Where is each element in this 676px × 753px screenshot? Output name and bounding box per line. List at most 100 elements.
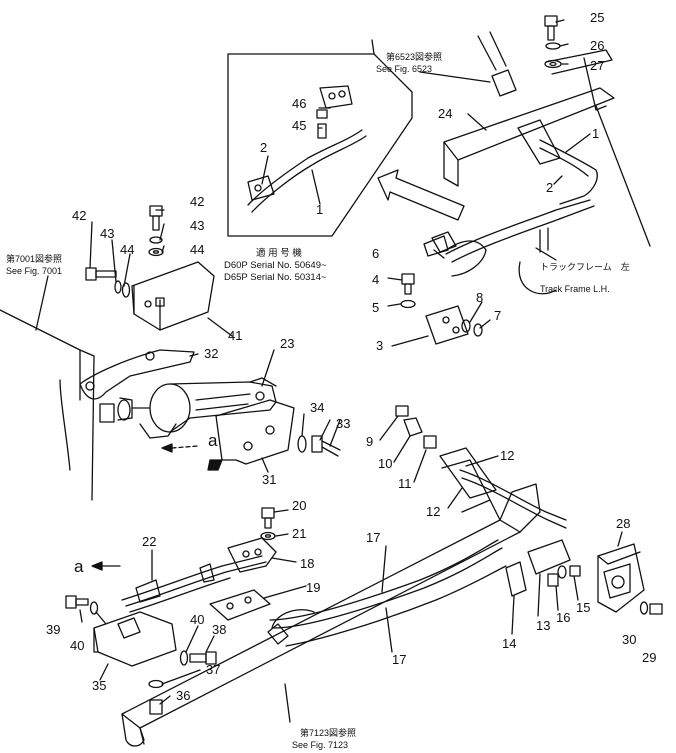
callout-1: 1: [592, 126, 599, 141]
track-frame-jp: トラックフレーム 左: [540, 261, 630, 272]
callout-42-left: 42: [72, 208, 86, 223]
callout-13: 13: [536, 618, 550, 633]
serial-title: 適 用 号 機: [256, 247, 302, 259]
callout-38: 38: [212, 622, 226, 637]
callout-34: 34: [310, 400, 324, 415]
link-32: [79, 349, 195, 400]
left-frame-body: [0, 309, 95, 501]
callout-18: 18: [300, 556, 314, 571]
figure-references: 第6523図参照 See Fig. 6523 第7001図参照 See Fig.…: [6, 51, 442, 750]
bolt-38-40-right: [179, 650, 217, 666]
bolt-39-40-left: [65, 595, 99, 615]
ref-7123-jp: 第7123図参照: [300, 727, 356, 738]
callout-40-right: 40: [190, 612, 204, 627]
plate-19: [209, 589, 271, 621]
callout-12-right: 12: [500, 448, 514, 463]
bolt-20-21: [260, 507, 276, 541]
inset-detail: [227, 39, 413, 237]
callout-23: 23: [280, 336, 294, 351]
view-letters: a a: [74, 431, 218, 576]
callout-27: 27: [590, 58, 604, 73]
cylinder-23: [99, 377, 277, 439]
callout-31: 31: [262, 472, 276, 487]
callout-19: 19: [306, 580, 320, 595]
block-18: [227, 537, 277, 573]
bolt-stack-left: [85, 267, 131, 298]
callout-39: 39: [46, 622, 60, 637]
callout-15: 15: [576, 600, 590, 615]
callout-17-upper: 17: [366, 530, 380, 545]
callout-45: 45: [292, 118, 306, 133]
track-frame-clamp: [431, 227, 557, 295]
callout-11: 11: [398, 476, 412, 491]
callout-29: 29: [642, 650, 656, 665]
callout-33: 33: [336, 416, 350, 431]
ref-7123-en: See Fig. 7123: [292, 740, 348, 750]
ref-7001-jp: 第7001図参照: [6, 253, 62, 264]
callout-21: 21: [292, 526, 306, 541]
callout-10: 10: [378, 456, 392, 471]
callout-26: 26: [590, 38, 604, 53]
callout-7: 7: [494, 308, 501, 323]
serial-note: 適 用 号 機 D60P Serial No. 50649~ D65P Seri…: [224, 247, 327, 283]
blocks-13-16: [505, 539, 581, 597]
callout-43-upper: 43: [190, 218, 204, 233]
callout-9: 9: [366, 434, 373, 449]
upper-bracket-assembly: [443, 15, 651, 263]
callout-35: 35: [92, 678, 106, 693]
callout-30: 30: [622, 632, 636, 647]
callout-44-upper: 44: [190, 242, 204, 257]
callout-37: 37: [206, 662, 220, 677]
callout-1-inset: 1: [316, 202, 323, 217]
callout-12-left: 12: [426, 504, 440, 519]
callout-43-left: 43: [100, 226, 114, 241]
callout-46: 46: [292, 96, 306, 111]
track-frame-en: Track Frame L.H.: [540, 284, 610, 294]
tubes-17: [267, 539, 507, 647]
callout-3: 3: [376, 338, 383, 353]
callout-42-upper: 42: [190, 194, 204, 209]
callout-4: 4: [372, 272, 379, 287]
callout-25: 25: [590, 10, 604, 25]
ref-6523-jp: 第6523図参照: [386, 51, 442, 62]
callout-28: 28: [616, 516, 630, 531]
callout-numbers: 46 45 2 1 25 26 27 24 1 2 42 43 44 42 43…: [46, 10, 656, 703]
direction-arrow: [377, 169, 465, 221]
callout-17-lower: 17: [392, 652, 406, 667]
bolt-33: [297, 435, 341, 457]
callout-44-left: 44: [120, 242, 134, 257]
callout-5: 5: [372, 300, 379, 315]
view-letter-a-lower: a: [74, 557, 84, 576]
callout-6: 6: [372, 246, 379, 261]
fittings-9-12: [395, 405, 567, 529]
arrow-a-lower: [91, 561, 121, 571]
bracket-35: [93, 611, 177, 667]
arrow-a-upper: [161, 443, 199, 453]
callout-16: 16: [556, 610, 570, 625]
ref-7001-en: See Fig. 7001: [6, 266, 62, 276]
callout-40-left: 40: [70, 638, 84, 653]
bolt-29-30: [639, 601, 663, 615]
callout-2: 2: [546, 180, 553, 195]
hoses-lower: [121, 555, 267, 613]
bracket-41: [131, 261, 215, 331]
callout-2-inset: 2: [260, 140, 267, 155]
serial-line-1: D60P Serial No. 50649~: [224, 260, 327, 271]
view-letter-a-upper: a: [208, 431, 218, 450]
callout-22: 22: [142, 534, 156, 549]
callout-32: 32: [204, 346, 218, 361]
leader-lines: [35, 19, 623, 723]
callout-14: 14: [502, 636, 516, 651]
ref-6523-en: See Fig. 6523: [376, 64, 432, 74]
callout-20: 20: [292, 498, 306, 513]
callout-41: 41: [228, 328, 242, 343]
part-28: [597, 543, 645, 613]
callout-24: 24: [438, 106, 452, 121]
serial-line-2: D65P Serial No. 50314~: [224, 272, 327, 283]
bracket-31: [207, 399, 295, 471]
parts-3-8: [400, 235, 483, 345]
track-frame-beam: [121, 483, 541, 747]
callout-8: 8: [476, 290, 483, 305]
track-frame-label: トラックフレーム 左 Track Frame L.H.: [540, 261, 630, 294]
